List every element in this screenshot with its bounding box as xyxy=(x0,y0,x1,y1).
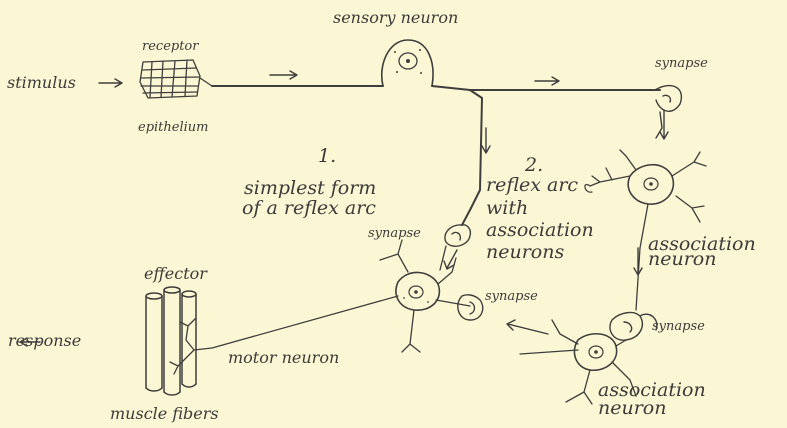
association-neuron-center xyxy=(212,240,470,352)
path2-line1: reflex arc xyxy=(486,175,578,195)
association-neuron-upper xyxy=(585,150,706,310)
association-neuron-upper-line2: neuron xyxy=(648,249,716,269)
sensory-neuron-cell-body xyxy=(382,40,433,86)
path1-line1: simplest form xyxy=(244,178,376,198)
path2-line3: association xyxy=(486,220,594,240)
response-label: response xyxy=(8,333,81,349)
synapse-left-middle xyxy=(445,225,470,246)
motor-neuron-label: motor neuron xyxy=(228,350,339,366)
association-neuron-lower-line2: neuron xyxy=(598,398,666,418)
synapse-label-middle: synapse xyxy=(368,227,421,240)
path1-number: 1. xyxy=(318,146,336,166)
synapse-label-top: synapse xyxy=(655,57,708,70)
effector-label: effector xyxy=(144,266,207,282)
synapse-label-center: synapse xyxy=(485,290,538,303)
stimulus-label: stimulus xyxy=(7,75,76,91)
synapse-top-right xyxy=(655,86,681,138)
receptor-label: receptor xyxy=(142,40,198,53)
synapse-label-bottom: synapse xyxy=(652,320,705,333)
path2-number: 2. xyxy=(525,155,543,175)
path2-line2: with xyxy=(486,198,528,218)
sensory-neuron-label: sensory neuron xyxy=(333,10,458,26)
synapse-bottom-right xyxy=(610,313,657,341)
muscle-fibers xyxy=(146,287,196,395)
motor-end-plates xyxy=(170,318,212,374)
receptor-epithelium xyxy=(140,60,212,98)
synapse-center-right xyxy=(458,295,483,320)
path2-line4: neurons xyxy=(486,242,564,262)
epithelium-label: epithelium xyxy=(138,121,208,134)
path1-line2: of a reflex arc xyxy=(242,198,376,218)
muscle-fibers-label: muscle fibers xyxy=(110,406,219,422)
